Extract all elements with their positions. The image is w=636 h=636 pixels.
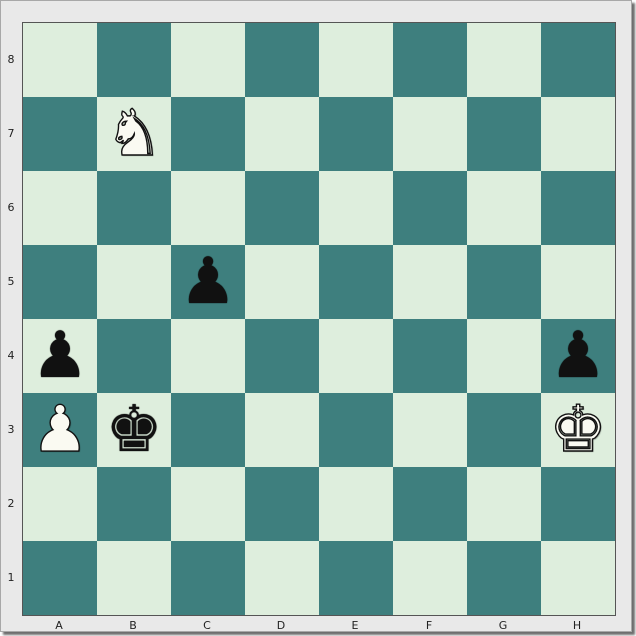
square-c7[interactable] bbox=[171, 97, 245, 171]
square-g6[interactable] bbox=[467, 171, 541, 245]
square-h7[interactable] bbox=[541, 97, 615, 171]
square-a2[interactable] bbox=[23, 467, 97, 541]
square-b4[interactable] bbox=[97, 319, 171, 393]
square-g7[interactable] bbox=[467, 97, 541, 171]
square-b1[interactable] bbox=[97, 541, 171, 615]
square-f6[interactable] bbox=[393, 171, 467, 245]
square-d8[interactable] bbox=[245, 23, 319, 97]
square-f7[interactable] bbox=[393, 97, 467, 171]
square-f5[interactable] bbox=[393, 245, 467, 319]
square-e6[interactable] bbox=[319, 171, 393, 245]
rank-label-1: 1 bbox=[7, 571, 15, 584]
square-g8[interactable] bbox=[467, 23, 541, 97]
square-c6[interactable] bbox=[171, 171, 245, 245]
square-f1[interactable] bbox=[393, 541, 467, 615]
file-label-b: B bbox=[129, 619, 137, 632]
file-label-d: D bbox=[276, 619, 286, 632]
square-e1[interactable] bbox=[319, 541, 393, 615]
square-d6[interactable] bbox=[245, 171, 319, 245]
file-label-f: F bbox=[425, 619, 433, 632]
square-h2[interactable] bbox=[541, 467, 615, 541]
square-d7[interactable] bbox=[245, 97, 319, 171]
square-c5[interactable]: ♟ bbox=[171, 245, 245, 319]
square-g2[interactable] bbox=[467, 467, 541, 541]
square-b2[interactable] bbox=[97, 467, 171, 541]
square-h1[interactable] bbox=[541, 541, 615, 615]
square-a1[interactable] bbox=[23, 541, 97, 615]
square-a7[interactable] bbox=[23, 97, 97, 171]
square-g4[interactable] bbox=[467, 319, 541, 393]
square-f4[interactable] bbox=[393, 319, 467, 393]
black-pawn-icon[interactable]: ♟ bbox=[179, 245, 237, 319]
rank-label-8: 8 bbox=[7, 53, 15, 66]
square-g3[interactable] bbox=[467, 393, 541, 467]
square-h4[interactable]: ♟ bbox=[541, 319, 615, 393]
square-c4[interactable] bbox=[171, 319, 245, 393]
square-h3[interactable]: ♚ bbox=[541, 393, 615, 467]
square-a5[interactable] bbox=[23, 245, 97, 319]
square-d5[interactable] bbox=[245, 245, 319, 319]
rank-label-6: 6 bbox=[7, 201, 15, 214]
file-label-e: E bbox=[351, 619, 359, 632]
square-f8[interactable] bbox=[393, 23, 467, 97]
rank-label-7: 7 bbox=[7, 127, 15, 140]
square-e8[interactable] bbox=[319, 23, 393, 97]
square-b8[interactable] bbox=[97, 23, 171, 97]
square-d4[interactable] bbox=[245, 319, 319, 393]
square-g1[interactable] bbox=[467, 541, 541, 615]
square-h5[interactable] bbox=[541, 245, 615, 319]
square-e7[interactable] bbox=[319, 97, 393, 171]
square-d1[interactable] bbox=[245, 541, 319, 615]
square-d2[interactable] bbox=[245, 467, 319, 541]
square-a8[interactable] bbox=[23, 23, 97, 97]
square-e4[interactable] bbox=[319, 319, 393, 393]
black-pawn-icon[interactable]: ♟ bbox=[31, 319, 89, 393]
square-e2[interactable] bbox=[319, 467, 393, 541]
rank-label-2: 2 bbox=[7, 497, 15, 510]
square-b3[interactable]: ♚ bbox=[97, 393, 171, 467]
square-c3[interactable] bbox=[171, 393, 245, 467]
square-d3[interactable] bbox=[245, 393, 319, 467]
rank-label-4: 4 bbox=[7, 349, 15, 362]
square-f2[interactable] bbox=[393, 467, 467, 541]
square-a3[interactable]: ♟ bbox=[23, 393, 97, 467]
square-e5[interactable] bbox=[319, 245, 393, 319]
square-e3[interactable] bbox=[319, 393, 393, 467]
file-label-h: H bbox=[572, 619, 582, 632]
square-c2[interactable] bbox=[171, 467, 245, 541]
square-b7[interactable]: ♞ bbox=[97, 97, 171, 171]
square-c8[interactable] bbox=[171, 23, 245, 97]
square-h6[interactable] bbox=[541, 171, 615, 245]
rank-label-5: 5 bbox=[7, 275, 15, 288]
square-a6[interactable] bbox=[23, 171, 97, 245]
black-king-icon[interactable]: ♚ bbox=[105, 393, 163, 467]
white-knight-icon[interactable]: ♞ bbox=[105, 97, 164, 171]
white-king-icon[interactable]: ♚ bbox=[549, 393, 608, 467]
file-label-g: G bbox=[498, 619, 508, 632]
square-g5[interactable] bbox=[467, 245, 541, 319]
white-pawn-icon[interactable]: ♟ bbox=[31, 393, 90, 467]
file-label-a: A bbox=[55, 619, 63, 632]
square-b5[interactable] bbox=[97, 245, 171, 319]
black-pawn-icon[interactable]: ♟ bbox=[549, 319, 607, 393]
square-c1[interactable] bbox=[171, 541, 245, 615]
rank-label-3: 3 bbox=[7, 423, 15, 436]
square-h8[interactable] bbox=[541, 23, 615, 97]
square-a4[interactable]: ♟ bbox=[23, 319, 97, 393]
square-b6[interactable] bbox=[97, 171, 171, 245]
square-f3[interactable] bbox=[393, 393, 467, 467]
file-label-c: C bbox=[203, 619, 211, 632]
chess-board[interactable]: ♞♟♟♟♟♚♚ bbox=[22, 22, 616, 616]
